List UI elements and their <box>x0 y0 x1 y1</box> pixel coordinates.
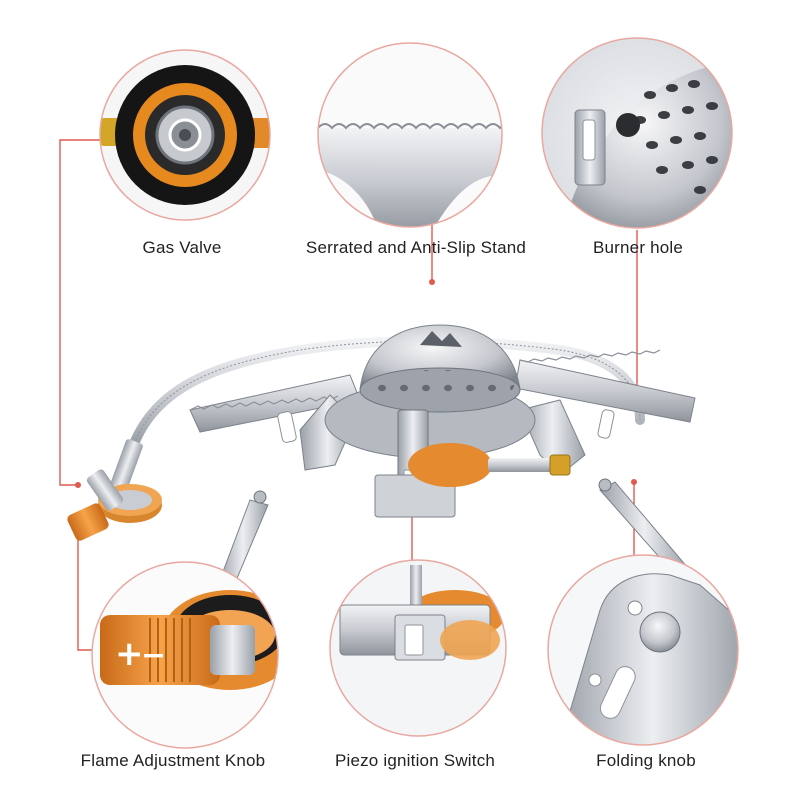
piezo-switch-closeup <box>329 559 507 737</box>
burner-hole-closeup <box>541 37 733 229</box>
label-gas-valve: Gas Valve <box>142 238 222 257</box>
callout-gas-valve <box>59 139 100 486</box>
flame-knob-closeup: + − <box>91 561 279 749</box>
label-piezo-switch: Piezo ignition Switch <box>334 751 496 770</box>
label-folding-knob: Folding knob <box>596 751 696 770</box>
camping-stove <box>67 324 696 591</box>
knob-minus-symbol: − <box>141 638 166 673</box>
label-stand: Serrated and Anti-Slip Stand <box>305 238 527 257</box>
knob-plus-symbol: + <box>115 634 144 674</box>
gas-valve-closeup <box>99 49 271 221</box>
serrated-stand-closeup <box>317 42 503 228</box>
label-flame-knob: Flame Adjustment Knob <box>80 751 266 770</box>
folding-knob-closeup <box>547 554 739 746</box>
callout-flame-knob <box>77 525 92 651</box>
label-burner-hole: Burner hole <box>592 238 684 257</box>
